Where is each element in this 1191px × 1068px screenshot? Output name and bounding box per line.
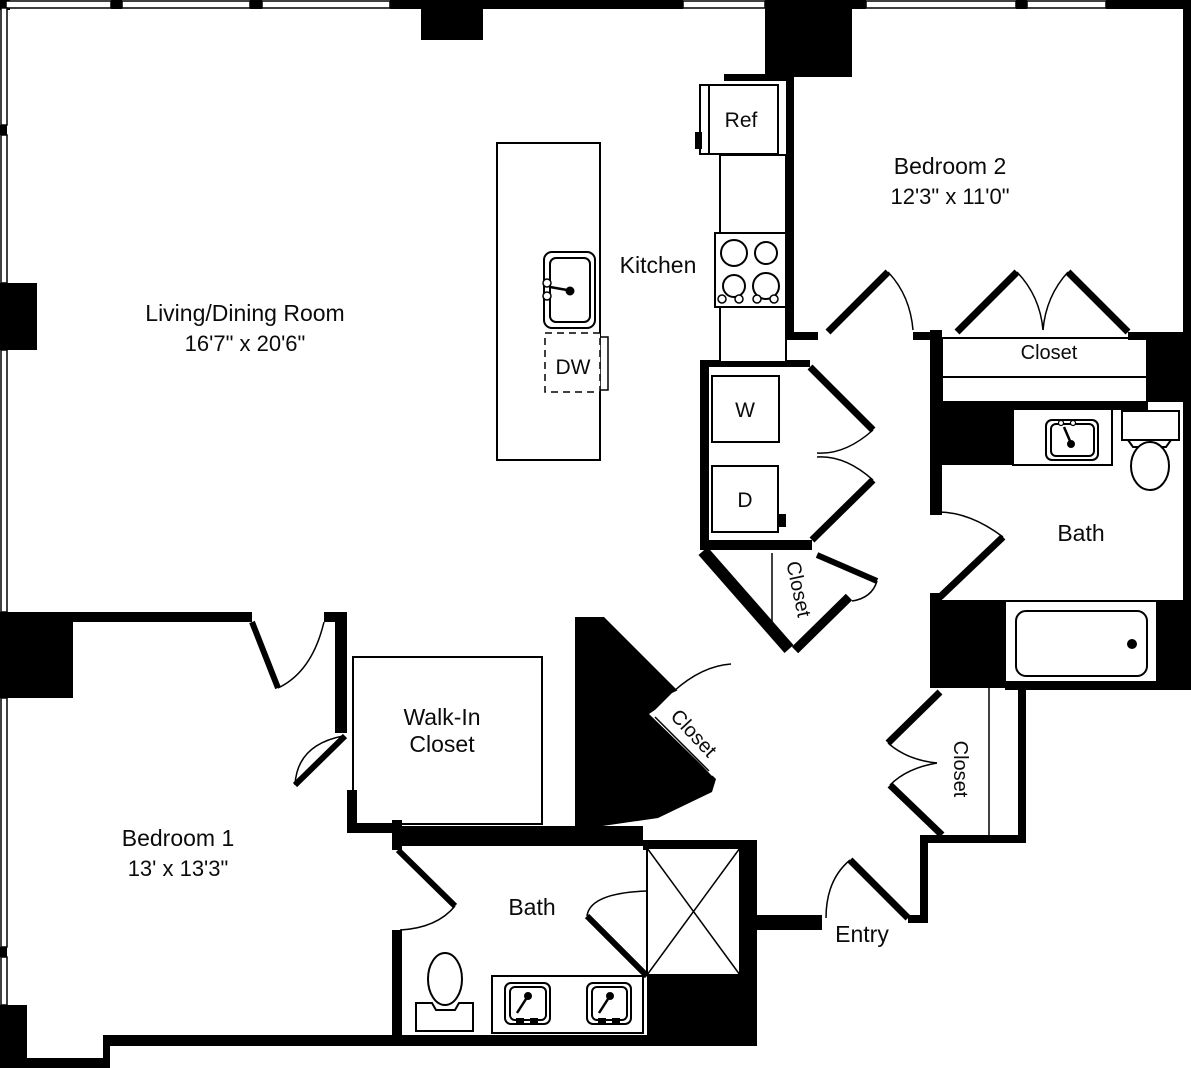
bedroom1-label: Bedroom 1 [122, 825, 235, 851]
refrigerator-label: Ref [725, 109, 758, 132]
bedroom2-closet-label: Closet [1021, 342, 1078, 364]
bedroom2-closet [941, 337, 1148, 403]
entry-closet: Closet [949, 688, 990, 835]
washer [711, 375, 780, 443]
counter [719, 154, 787, 234]
upper-bath-label: Bath [1057, 520, 1104, 546]
closet-hall-upper-label: Closet [781, 559, 814, 619]
walk-in-closet: Walk-In Closet [352, 656, 543, 825]
counter [719, 306, 787, 363]
bedroom2-dims: 12'3" x 11'0" [890, 184, 1009, 209]
entry-label: Entry [835, 921, 889, 947]
kitchen-island [496, 142, 609, 461]
toilet-tank [415, 1002, 474, 1032]
lower-bath-label: Bath [508, 894, 555, 920]
kitchen-label: Kitchen [620, 252, 697, 278]
lower-bath [415, 847, 741, 1034]
bedroom1-dims: 13' x 13'3" [128, 856, 229, 881]
interior-walls [73, 74, 1191, 1046]
walk-in-closet-label1: Walk-In [403, 704, 480, 730]
kitchen-appliance-wall [695, 84, 787, 363]
hall-closet-lower: Closet [575, 617, 732, 830]
bedroom2-label: Bedroom 2 [894, 153, 1007, 179]
living-room-dims: 16'7" x 20'6" [185, 331, 306, 356]
living-room-label: Living/Dining Room [145, 300, 344, 326]
windows [0, 0, 1107, 1006]
entry-closet-label: Closet [949, 741, 971, 798]
dishwasher-label: DW [556, 356, 591, 379]
hall-closet-upper: Closet [698, 547, 879, 654]
upper-bath [1004, 408, 1180, 683]
walk-in-closet-label2: Closet [409, 731, 475, 757]
laundry [711, 375, 786, 533]
refrigerator [699, 84, 779, 155]
dryer [711, 465, 779, 533]
bathtub [1015, 610, 1148, 677]
toilet-bowl [1130, 441, 1170, 491]
dryer-label: D [737, 489, 752, 512]
dishwasher-handle [599, 336, 609, 391]
toilet-tank [1121, 410, 1180, 441]
dishwasher [544, 332, 601, 393]
doors [249, 269, 1131, 979]
room-labels: Living/Dining Room 16'7" x 20'6" Kitchen… [122, 153, 1105, 947]
toilet-bowl [427, 952, 463, 1006]
washer-label: W [735, 399, 755, 422]
